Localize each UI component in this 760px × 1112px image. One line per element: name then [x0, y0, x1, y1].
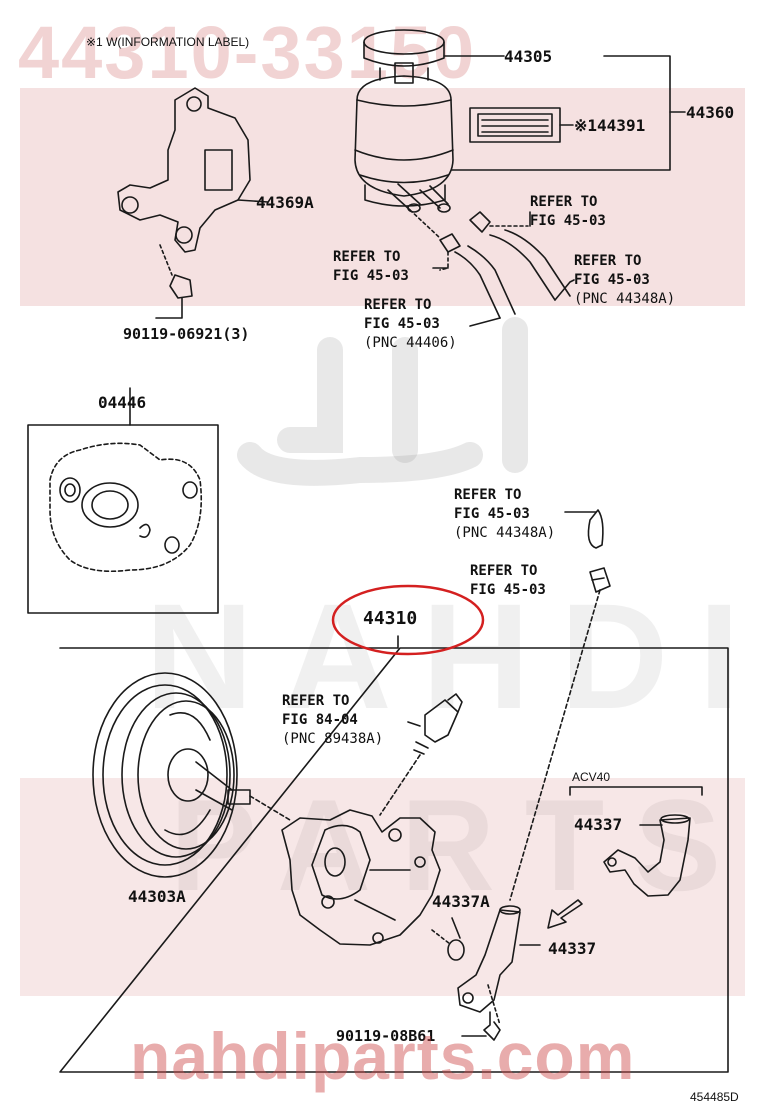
pump-assembly-box [59, 647, 729, 1073]
info-label-caption: ※1 W(INFORMATION LABEL) [86, 35, 250, 49]
label-44305: 44305 [504, 47, 553, 66]
watermark-band-top [20, 88, 745, 306]
label-44337A: 44337A [432, 892, 490, 911]
union-44337-bottom [457, 909, 521, 1013]
brand-watermark: NAHDI [145, 572, 760, 740]
bolt-90119-06921 [169, 274, 193, 299]
label-44337-acv40: 44337 [574, 815, 623, 834]
arabic-watermark [237, 317, 528, 486]
label-44303A: 44303A [128, 887, 186, 906]
reservoir-cap [363, 29, 445, 55]
o-ring-44337A [447, 939, 465, 961]
site-url-watermark: nahdiparts.com [130, 1019, 636, 1093]
acv40-caption: ACV40 [572, 770, 611, 784]
label-90119-06921: 90119-06921(3) [123, 325, 250, 343]
bracket-44369A [117, 87, 251, 253]
hose-clamp-1 [469, 211, 491, 233]
highlight-oval [331, 584, 485, 656]
clamp-small [589, 567, 611, 593]
watermark-band-bottom [20, 778, 745, 996]
hose-piece [587, 509, 604, 549]
label-44337-bottom: 44337 [548, 939, 597, 958]
label-44310: 44310 [363, 608, 418, 629]
supply-hose [454, 245, 516, 319]
label-44369A: 44369A [256, 193, 314, 212]
label-04446: 04446 [98, 393, 147, 412]
pump-body [281, 809, 441, 946]
label-44360: 44360 [686, 103, 735, 122]
sub-brand-watermark: PARTS [170, 770, 751, 920]
label-90119-08B61: 90119-08B61 [336, 1027, 436, 1045]
return-hose [489, 229, 571, 301]
direction-arrow [547, 899, 583, 929]
pressure-switch [424, 699, 459, 743]
gasket-kit-box [27, 424, 219, 614]
label-44391: ※144391 [574, 116, 646, 135]
diagram-code: 454485D [690, 1090, 739, 1104]
union-44337-acv40 [603, 817, 691, 897]
pulley-44303A [92, 672, 238, 878]
hose-clamp-2 [439, 233, 461, 253]
reservoir-body [354, 75, 454, 197]
part-number-watermark: 44310-33150 [18, 11, 477, 94]
